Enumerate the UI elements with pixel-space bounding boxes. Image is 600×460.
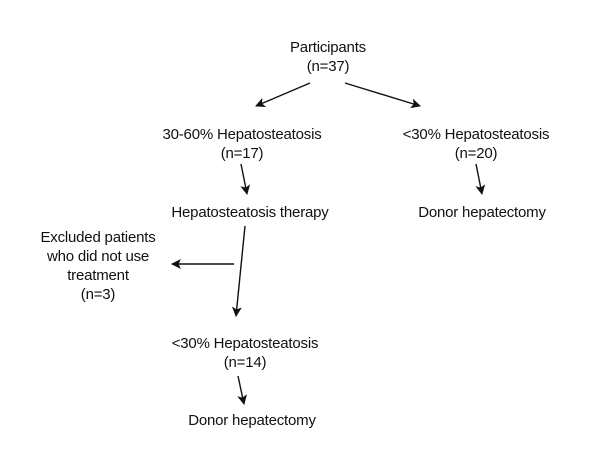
excluded-line-2: who did not use (46, 248, 150, 265)
donor-right-label: Donor hepatectomy (418, 204, 546, 221)
group-lt30-label: <30% Hepatosteatosis (402, 126, 550, 143)
arrow-lt30-to-donor-right (475, 163, 486, 195)
excluded-line-1: Excluded patients (40, 229, 156, 246)
excluded-count: (n=3) (80, 286, 116, 303)
arrow-after-therapy-to-donor-left (237, 375, 248, 405)
participants-node: Participants (n=37) (268, 38, 388, 76)
group-lt30-node: <30% Hepatosteatosis (n=20) (391, 125, 561, 163)
group-30-60-count: (n=17) (220, 145, 264, 162)
donor-right-node: Donor hepatectomy (402, 203, 562, 222)
group-30-60-node: 30-60% Hepatosteatosis (n=17) (157, 125, 327, 163)
arrow-30-60-to-therapy (240, 163, 251, 195)
group-lt30-count: (n=20) (454, 145, 498, 162)
participants-label: Participants (290, 39, 366, 56)
after-therapy-label: <30% Hepatosteatosis (171, 335, 319, 352)
therapy-label: Hepatosteatosis therapy (171, 204, 329, 221)
participants-count: (n=37) (306, 58, 350, 75)
after-therapy-count: (n=14) (223, 354, 267, 371)
arrow-therapy-to-after-therapy (231, 225, 246, 317)
excluded-line-3: treatment (67, 267, 129, 284)
donor-left-node: Donor hepatectomy (172, 411, 332, 430)
donor-left-label: Donor hepatectomy (188, 412, 316, 429)
arrow-participants-to-30-60 (255, 82, 311, 108)
after-therapy-node: <30% Hepatosteatosis (n=14) (160, 334, 330, 372)
arrow-participants-to-lt30 (344, 82, 421, 109)
group-30-60-label: 30-60% Hepatosteatosis (162, 126, 322, 143)
excluded-node: Excluded patients who did not use treatm… (28, 228, 168, 304)
therapy-node: Hepatosteatosis therapy (160, 203, 340, 222)
